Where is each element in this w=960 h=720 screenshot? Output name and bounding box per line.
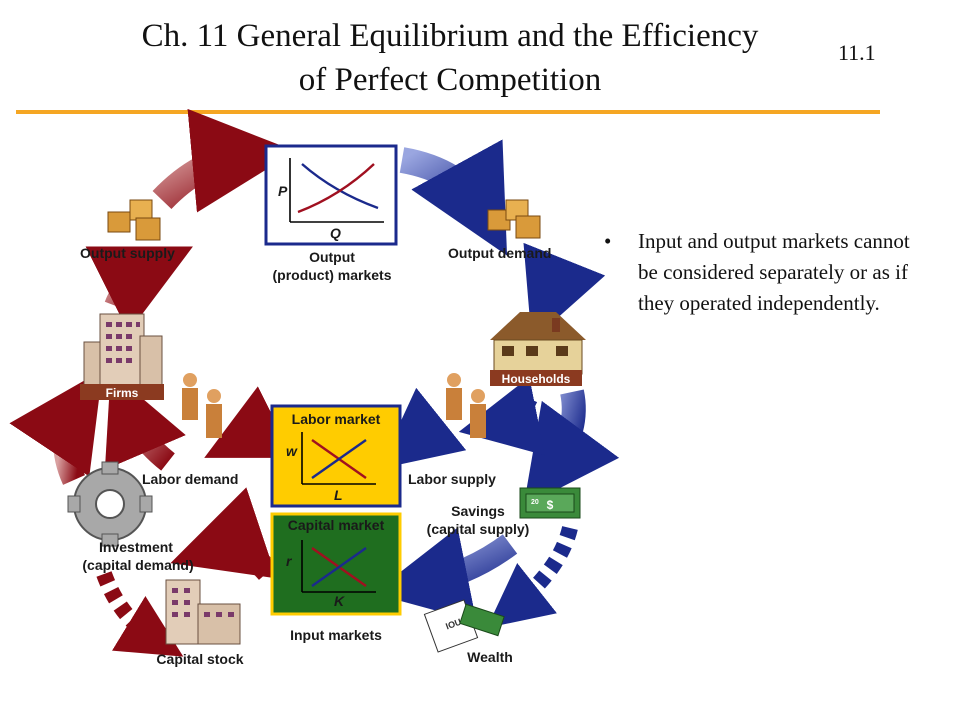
arrow-output-to-households (399, 139, 508, 256)
output-market-label-1: Output (309, 249, 355, 265)
gear-icon (67, 461, 153, 547)
capital-stock-label: Capital stock (156, 651, 243, 667)
capital-market-title: Capital market (288, 517, 385, 533)
output-demand-curve (301, 163, 379, 210)
output-demand-label: Output demand (448, 245, 551, 261)
iou-document-icon: IOU (423, 599, 505, 653)
savings-label-2: (capital supply) (427, 521, 530, 537)
output-supply-boxes-icon (107, 199, 161, 241)
savings-label-1: Savings (451, 503, 505, 519)
labor-graph-x-label: L (334, 487, 343, 503)
money-symbol: $ (547, 498, 554, 512)
workers-left-icon (182, 373, 222, 438)
bullet-icon: • (604, 229, 612, 253)
bullet-text: Input and output markets cannot be consi… (638, 229, 910, 315)
labor-supply-curve (311, 439, 367, 479)
money-bill-value: 20 (531, 499, 539, 506)
arrow-labor-supply-to-labor-market (378, 387, 467, 469)
arrow-capital-stock-dashed (96, 571, 184, 657)
arrow-investment-to-firms (9, 370, 103, 485)
arrow-firms-to-output-supply (85, 246, 193, 333)
output-graph-y-label: P (278, 183, 288, 199)
arrow-labor-demand-to-firms (104, 371, 186, 471)
households-house-icon (490, 312, 586, 375)
firms-label: Firms (106, 386, 139, 400)
output-supply-curve (297, 163, 375, 214)
output-supply-label: Output supply (80, 245, 175, 261)
households-label: Households (502, 372, 571, 386)
output-graph-x-label: Q (330, 225, 341, 241)
output-demand-boxes-icon (487, 199, 541, 239)
arrow-capital-market-to-investment (170, 487, 278, 581)
capital-graph-y-label: r (286, 553, 293, 569)
labor-market-title: Labor market (292, 411, 381, 427)
arrow-savings-to-capital-market (372, 527, 518, 622)
capital-supply-curve (311, 547, 367, 587)
arrow-households-to-savings (523, 389, 620, 507)
title-divider (16, 110, 880, 114)
money-bills-icon: $ 20 (519, 487, 581, 519)
labor-demand-label: Labor demand (142, 471, 238, 487)
arrow-households-to-labor-supply (458, 376, 546, 456)
slide-number: 11.1 (838, 40, 876, 65)
labor-graph-y-label: w (286, 443, 298, 459)
capital-stock-building-icon (165, 579, 241, 645)
arrow-labor-market-to-workers (204, 386, 294, 458)
labor-supply-label: Labor supply (408, 471, 496, 487)
title-line-1: Ch. 11 General Equilibrium and the Effic… (141, 18, 759, 54)
arrow-supply-to-output-market (152, 108, 296, 213)
input-markets-label: Input markets (290, 627, 382, 643)
slide-title: Ch. 11 General Equilibrium and the Effic… (60, 14, 840, 102)
output-market-label-2: (product) markets (272, 267, 391, 283)
capital-graph-x-label: K (334, 593, 345, 609)
workers-right-icon (446, 373, 486, 438)
investment-label-2: (capital demand) (82, 557, 193, 573)
wealth-label: Wealth (467, 649, 513, 665)
arrow-savings-to-wealth-dashed (486, 525, 578, 628)
title-line-2: of Perfect Competition (298, 62, 602, 98)
investment-label-1: Investment (99, 539, 173, 555)
arrow-demand-to-households (523, 242, 606, 341)
firms-building-icon (83, 313, 163, 393)
